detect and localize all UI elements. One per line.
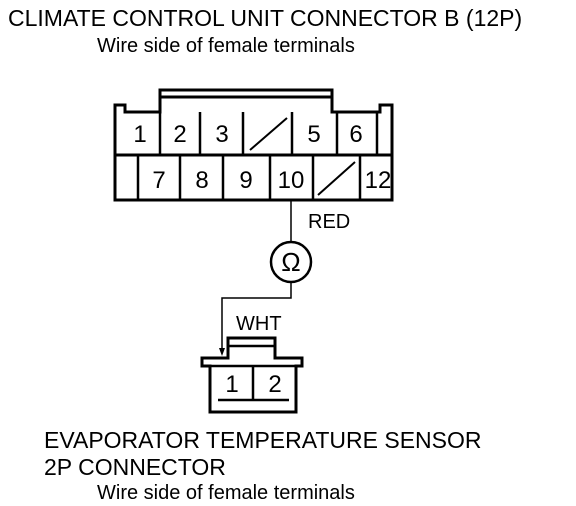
wire-wht	[221, 282, 292, 352]
wire-wht-label: WHT	[236, 313, 282, 335]
wire-red-label: RED	[308, 211, 350, 233]
sensor-title: EVAPORATOR TEMPERATURE SENSOR	[44, 427, 482, 453]
terminal-9: 9	[239, 167, 252, 194]
terminal-7: 7	[152, 167, 165, 194]
sensor-terminal-1: 1	[225, 371, 238, 398]
terminal-8: 8	[195, 167, 208, 194]
connector-b	[113, 88, 394, 202]
sensor-subtitle: Wire side of female terminals	[97, 482, 355, 504]
connector-b-title: CLIMATE CONTROL UNIT CONNECTOR B (12P)	[8, 5, 523, 31]
connector-b-subtitle: Wire side of female terminals	[97, 35, 355, 57]
terminal-10: 10	[278, 167, 305, 194]
terminal-5: 5	[307, 121, 320, 148]
sensor-connector	[200, 336, 304, 414]
connector-b-outline	[113, 88, 394, 202]
terminal-6: 6	[349, 121, 362, 148]
unused-terminal-11	[317, 161, 356, 196]
terminal-3: 3	[215, 121, 228, 148]
sensor-terminal-2: 2	[268, 371, 281, 398]
ohm-symbol: Ω	[281, 247, 300, 277]
terminal-12: 12	[365, 167, 392, 194]
unused-terminal-4	[249, 117, 288, 151]
probe-tip	[219, 348, 225, 356]
terminal-2: 2	[173, 121, 186, 148]
terminal-1: 1	[133, 121, 146, 148]
sensor-connector-label: 2P CONNECTOR	[44, 454, 226, 480]
